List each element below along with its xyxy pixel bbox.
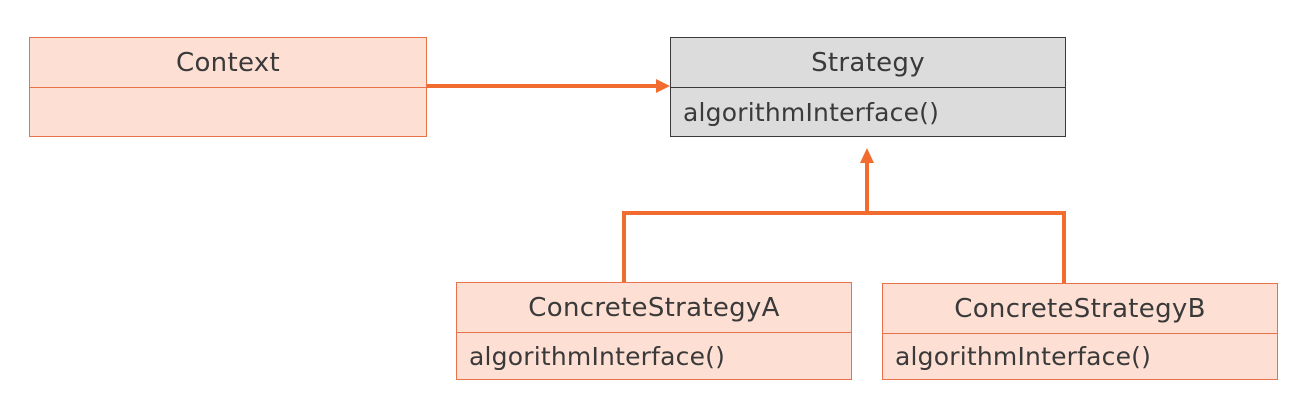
strategy-interface-name: Strategy bbox=[671, 38, 1065, 88]
concrete-strategy-a-name: ConcreteStrategyA bbox=[457, 283, 851, 333]
association-arrowhead-icon bbox=[656, 79, 670, 93]
context-class-name: Context bbox=[30, 38, 426, 88]
context-class-box: Context bbox=[29, 37, 427, 137]
strategy-interface-box: Strategy algorithmInterface() bbox=[670, 37, 1066, 137]
concrete-strategy-b-box: ConcreteStrategyB algorithmInterface() bbox=[882, 283, 1278, 380]
strategy-interface-operation: algorithmInterface() bbox=[683, 97, 940, 127]
concrete-strategy-b-operation: algorithmInterface() bbox=[895, 342, 1152, 371]
concrete-strategy-a-operation: algorithmInterface() bbox=[469, 341, 726, 371]
concrete-strategy-a-box: ConcreteStrategyA algorithmInterface() bbox=[456, 282, 852, 380]
inheritance-arrowhead-icon bbox=[860, 148, 874, 163]
context-class-operations bbox=[30, 88, 426, 136]
concrete-strategy-b-name: ConcreteStrategyB bbox=[883, 284, 1277, 334]
